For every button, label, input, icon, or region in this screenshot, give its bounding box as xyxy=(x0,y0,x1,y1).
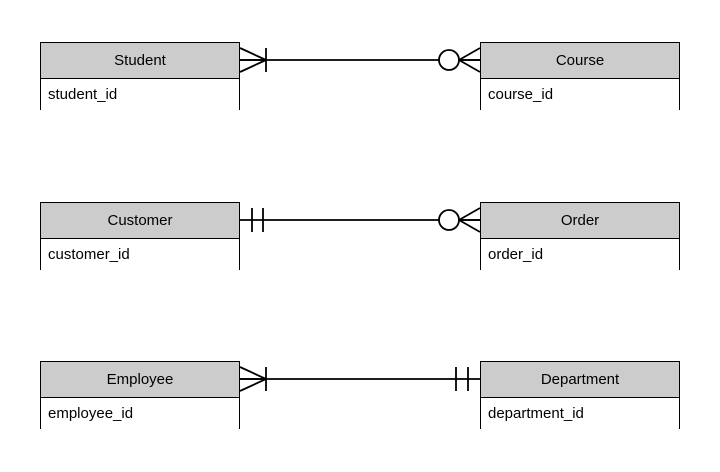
relationship-customer-order[interactable] xyxy=(240,207,481,233)
crowsfoot-upper-prong-icon xyxy=(239,366,267,380)
cardinality-department-exactly-one xyxy=(455,367,469,391)
entity-department[interactable]: Department department_id xyxy=(480,361,680,430)
entity-customer[interactable]: Customer customer_id xyxy=(40,202,240,271)
cardinality-employee-one-or-many xyxy=(239,366,267,392)
entity-order[interactable]: Order order_id xyxy=(480,202,680,271)
entity-department-title: Department xyxy=(481,362,679,398)
entity-customer-attribute: customer_id xyxy=(41,239,239,271)
entity-student[interactable]: Student student_id xyxy=(40,42,240,111)
zero-circle-icon xyxy=(438,209,460,231)
zero-circle-icon xyxy=(438,49,460,71)
entity-order-attribute: order_id xyxy=(481,239,679,271)
entity-employee[interactable]: Employee employee_id xyxy=(40,361,240,430)
cardinality-customer-exactly-one xyxy=(251,208,264,232)
entity-course[interactable]: Course course_id xyxy=(480,42,680,111)
crowsfoot-upper-prong-icon xyxy=(458,47,481,61)
entity-employee-attribute: employee_id xyxy=(41,398,239,430)
entity-student-title: Student xyxy=(41,43,239,79)
entity-customer-title: Customer xyxy=(41,203,239,239)
relationship-employee-department[interactable] xyxy=(239,366,480,392)
relationship-student-course[interactable] xyxy=(239,47,481,73)
crowsfoot-lower-prong-icon xyxy=(458,59,481,73)
entity-department-attribute: department_id xyxy=(481,398,679,430)
crowsfoot-lower-prong-icon xyxy=(239,59,267,73)
entity-course-attribute: course_id xyxy=(481,79,679,111)
cardinality-order-zero-or-many xyxy=(438,207,481,233)
crowsfoot-upper-prong-icon xyxy=(458,207,481,221)
entity-order-title: Order xyxy=(481,203,679,239)
crowsfoot-upper-prong-icon xyxy=(239,47,267,61)
entity-employee-title: Employee xyxy=(41,362,239,398)
cardinality-student-one-or-many xyxy=(239,47,267,73)
crowsfoot-lower-prong-icon xyxy=(458,219,481,233)
cardinality-course-zero-or-many xyxy=(438,47,481,73)
entity-student-attribute: student_id xyxy=(41,79,239,111)
crowsfoot-lower-prong-icon xyxy=(239,378,267,392)
entity-course-title: Course xyxy=(481,43,679,79)
